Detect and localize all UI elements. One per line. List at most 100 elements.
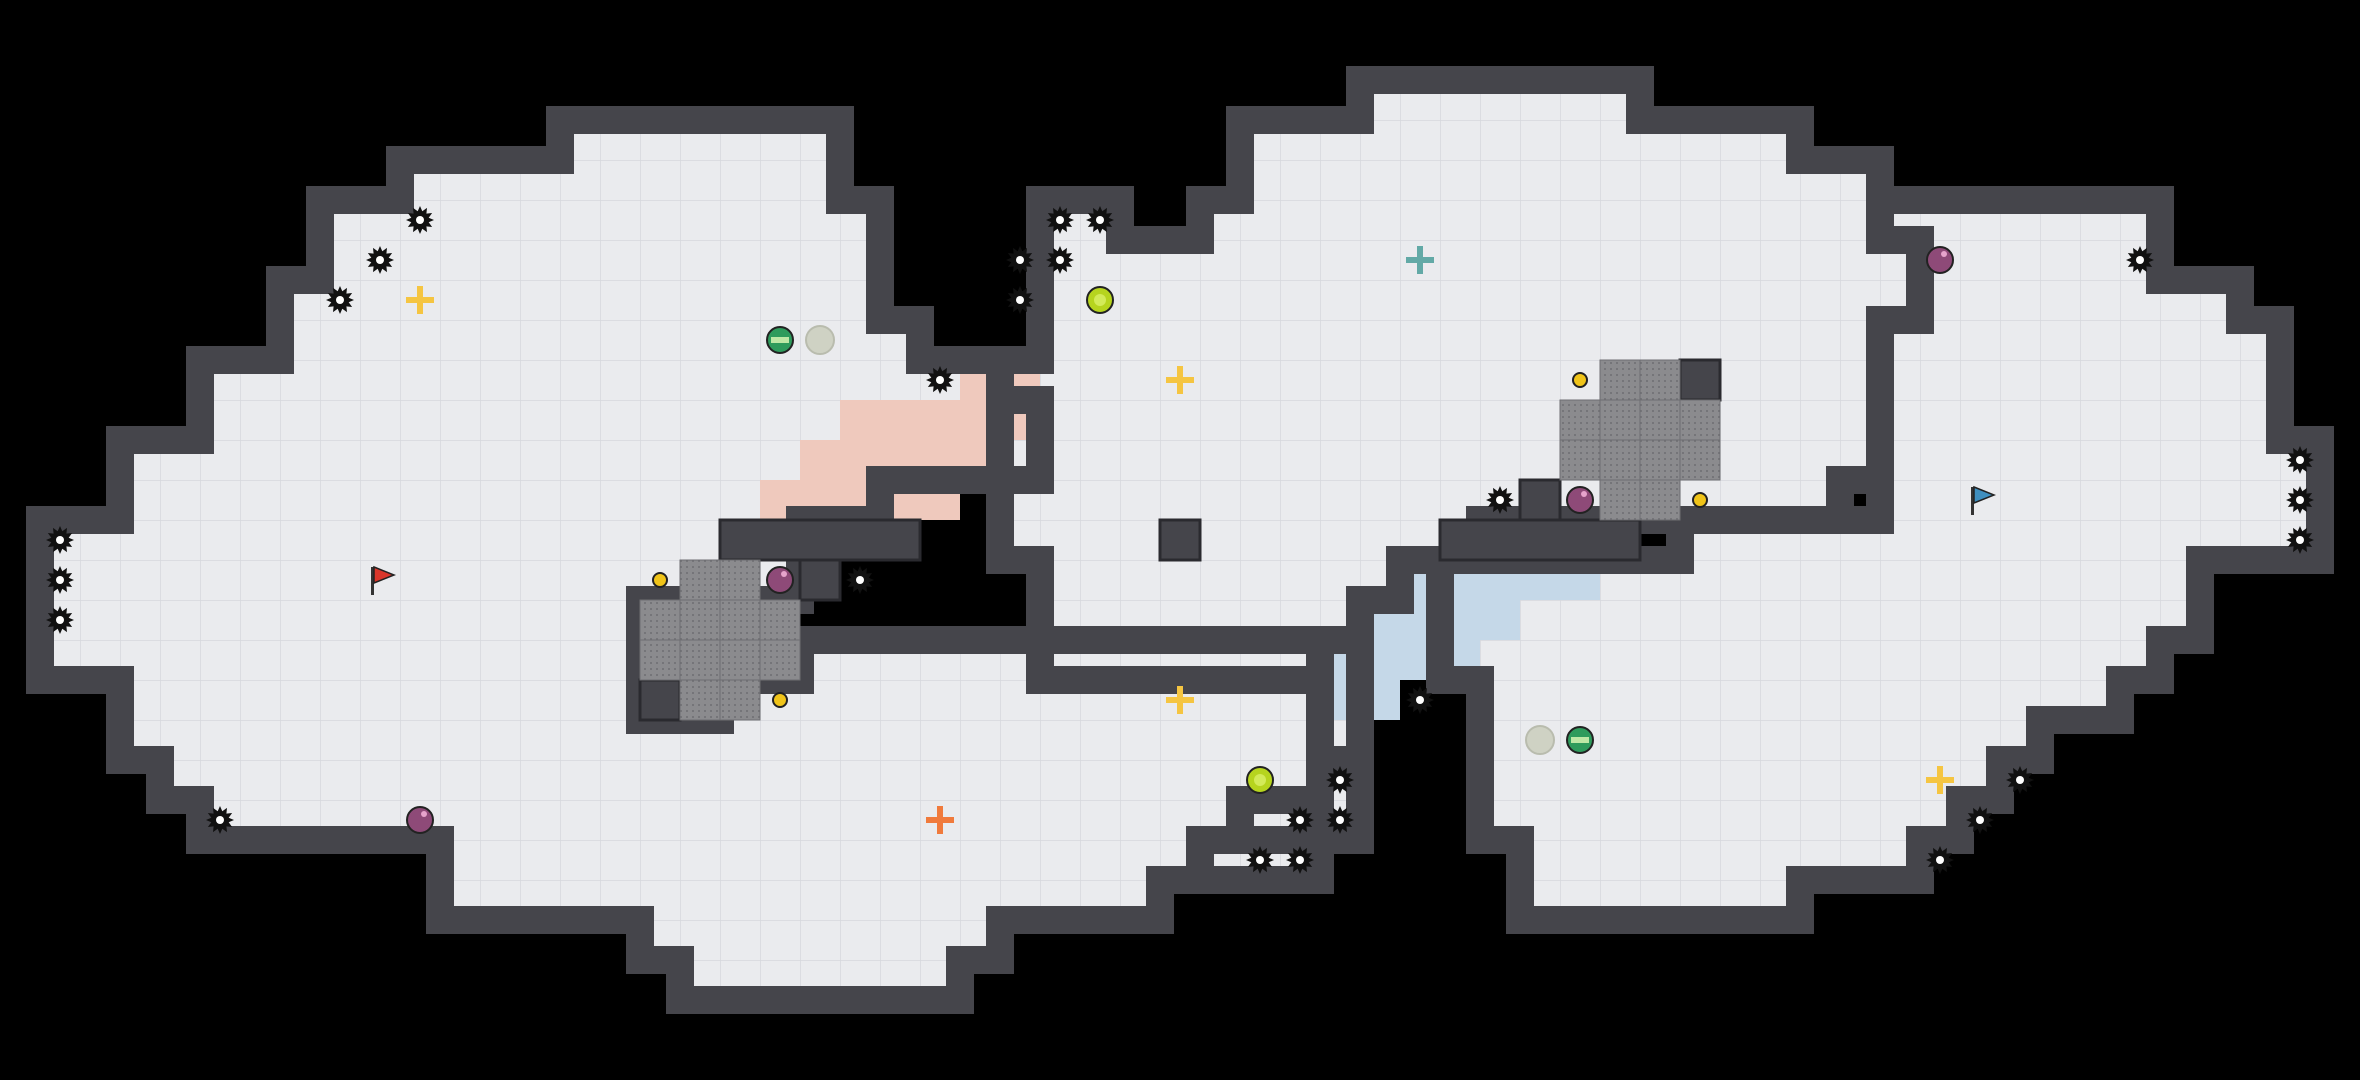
floor-region-3 (1440, 200, 2320, 920)
spike-icon (1326, 806, 1354, 834)
button-icon (772, 692, 788, 708)
powerup-icon (766, 326, 794, 354)
gate-tile (759, 599, 801, 641)
red-spawn-marker-icon (926, 806, 954, 834)
spike-icon (1966, 806, 1994, 834)
gate-tile (1639, 479, 1681, 521)
marker-bar-h (1166, 377, 1194, 383)
bomb-icon (1926, 246, 1954, 274)
spike-center (1016, 256, 1024, 264)
bomb-body (766, 566, 794, 594)
yellow-marker-icon (406, 286, 434, 314)
spike-center (56, 576, 64, 584)
spike-center (2296, 536, 2304, 544)
wall-block (1518, 478, 1562, 522)
spike-icon (406, 206, 434, 234)
spike-icon (846, 566, 874, 594)
spike-center (1056, 216, 1064, 224)
spike-center (56, 616, 64, 624)
bomb-icon (1566, 486, 1594, 514)
gate-tile (679, 559, 721, 601)
gate-tile (1679, 399, 1721, 441)
bomb-shine (421, 811, 427, 817)
gate-tile (719, 559, 761, 601)
gate-tile (679, 599, 721, 641)
spike-center (1256, 856, 1264, 864)
boost-icon (1086, 286, 1114, 314)
spike-icon (2006, 766, 2034, 794)
boost-icon (1246, 766, 1274, 794)
gate-tile (1599, 359, 1641, 401)
bomb-body (406, 806, 434, 834)
wall-block (798, 558, 842, 602)
blue-flag-icon (1971, 485, 1997, 515)
portal-icon (805, 325, 835, 355)
spike-center (2016, 776, 2024, 784)
bomb-shine (1581, 491, 1587, 497)
button-icon (652, 572, 668, 588)
spike-center (936, 376, 944, 384)
gate-tile (1679, 439, 1721, 481)
marker-bar-h (406, 297, 434, 303)
spike-icon (2286, 526, 2314, 554)
gate-tile (719, 639, 761, 681)
spike-icon (206, 806, 234, 834)
wall-outline-3 (1426, 186, 2334, 934)
red-flag-icon (371, 565, 397, 595)
button-icon (1572, 372, 1588, 388)
spike-icon (1006, 286, 1034, 314)
spike-center (1096, 216, 1104, 224)
bomb-icon (766, 566, 794, 594)
spike-center (1056, 256, 1064, 264)
spike-icon (2286, 486, 2314, 514)
spike-center (1416, 696, 1424, 704)
bomb-icon (406, 806, 434, 834)
wall-block (1438, 518, 1642, 562)
spike-center (376, 256, 384, 264)
spike-icon (1006, 246, 1034, 274)
gate-tile (719, 679, 761, 721)
bomb-shine (1941, 251, 1947, 257)
spike-center (56, 536, 64, 544)
gate-tile (719, 599, 761, 641)
spike-icon (46, 526, 74, 554)
spike-icon (366, 246, 394, 274)
spike-icon (326, 286, 354, 314)
boost-core (1094, 294, 1106, 306)
spike-center (1296, 856, 1304, 864)
flag-cloth (373, 565, 397, 585)
bomb-shine (781, 571, 787, 577)
gate-tile (679, 679, 721, 721)
yellow-marker-icon (1926, 766, 1954, 794)
gate-tile (639, 599, 681, 641)
flag-pole (371, 567, 374, 595)
spike-icon (1046, 246, 1074, 274)
spike-center (336, 296, 344, 304)
gate-tile (1599, 439, 1641, 481)
portal-icon (1525, 725, 1555, 755)
spike-center (1936, 856, 1944, 864)
spike-icon (2126, 246, 2154, 274)
powerup-stripe (771, 337, 789, 343)
spike-center (2136, 256, 2144, 264)
spike-icon (2286, 446, 2314, 474)
spike-center (1496, 496, 1504, 504)
spike-icon (46, 566, 74, 594)
wall-block (1678, 358, 1722, 402)
spike-icon (1286, 846, 1314, 874)
spike-center (2296, 456, 2304, 464)
bomb-body (1566, 486, 1594, 514)
object-layer (46, 206, 2314, 874)
wall-block (638, 678, 682, 722)
yellow-marker-icon (1166, 686, 1194, 714)
wall-block (1158, 518, 1202, 562)
spike-icon (1926, 846, 1954, 874)
flag-pole (1971, 487, 1974, 515)
spike-icon (1406, 686, 1434, 714)
gate-tile (1599, 399, 1641, 441)
spike-center (216, 816, 224, 824)
spike-center (2296, 496, 2304, 504)
spike-center (1336, 776, 1344, 784)
